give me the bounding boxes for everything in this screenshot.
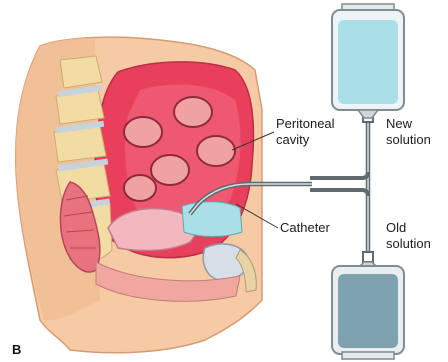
dialysate-in-cavity [182, 202, 242, 237]
label-peritoneal-line2: cavity [276, 132, 310, 147]
label-old-line2: solution [386, 236, 431, 251]
label-new-line2: solution [386, 132, 431, 147]
label-old-line1: Old [386, 220, 406, 235]
panel-letter: B [12, 342, 21, 357]
intestine-loop [151, 155, 189, 185]
bag-bottom-tab [342, 352, 394, 359]
intestine-loop [197, 136, 235, 166]
intestine-loop [124, 117, 162, 147]
intestine-loop [174, 97, 212, 127]
new-solution-bag [332, 4, 404, 118]
label-peritoneal-line1: Peritoneal [276, 116, 335, 131]
vertebra [60, 56, 102, 88]
old-solution-fluid [338, 274, 398, 348]
intestine-loop [124, 175, 156, 201]
label-new-line1: New [386, 116, 413, 131]
bag-neck [358, 110, 378, 118]
old-solution-bag [332, 262, 404, 359]
tube-lower-branch [310, 190, 368, 196]
abdomen-cross-section [16, 37, 262, 353]
new-solution-fluid [338, 20, 398, 104]
tube-upper-branch [310, 172, 368, 178]
tube-clamp-bottom [363, 252, 373, 262]
label-catheter: Catheter [280, 220, 331, 235]
